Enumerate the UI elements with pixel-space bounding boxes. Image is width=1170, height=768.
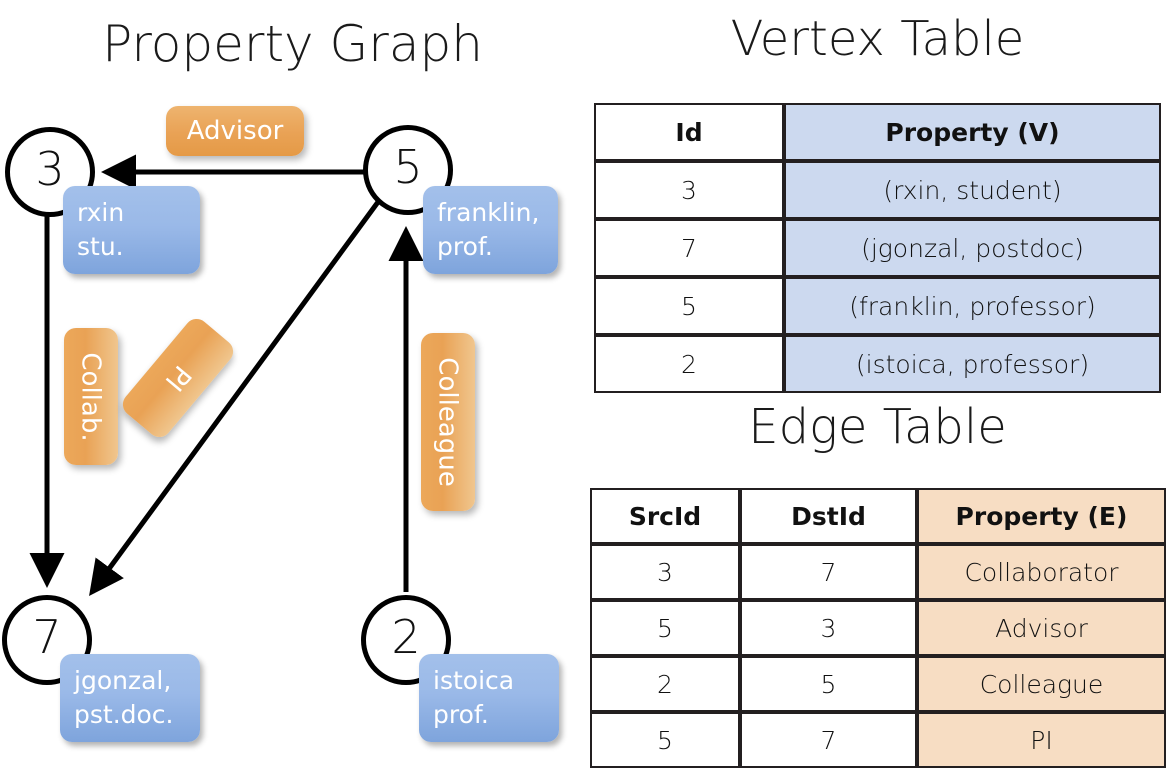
vertex-cell-id-1: 7 xyxy=(594,219,784,277)
edge-table: SrcId DstId Property (E) 3 7 Collaborato… xyxy=(590,488,1166,768)
edge-cell-property-0: Collaborator xyxy=(917,544,1166,600)
node-property-box-7: jgonzal, pst.doc. xyxy=(60,654,200,742)
vertex-table: Id Property (V) 3 (rxin, student) 7 (jgo… xyxy=(594,103,1161,393)
vertex-cell-id-2: 5 xyxy=(594,277,784,335)
graph-node-2-label: 2 xyxy=(391,610,421,664)
node-property-7-line-2: pst.doc. xyxy=(74,700,174,729)
graph-node-3-label: 3 xyxy=(35,142,65,196)
edge-label-advisor-text: Advisor xyxy=(186,116,284,146)
edge-cell-property-2: Colleague xyxy=(917,656,1166,712)
graph-node-7-label: 7 xyxy=(32,610,62,664)
edge-table-header-row: SrcId DstId Property (E) xyxy=(590,488,1166,544)
edge-label-colleague: Colleague xyxy=(421,333,475,511)
graph-node-2: 2 xyxy=(361,595,451,685)
vertex-cell-property-1: (jgonzal, postdoc) xyxy=(784,219,1161,277)
node-property-2-line-2: prof. xyxy=(433,700,489,729)
table-row: 3 7 Collaborator xyxy=(590,544,1166,600)
table-row: 5 7 PI xyxy=(590,712,1166,768)
property-graph-title: Property Graph xyxy=(102,15,483,73)
edge-label-collab: Collab. xyxy=(64,328,118,465)
graph-edges-svg xyxy=(29,154,424,597)
edge-label-pi-text: PI xyxy=(158,359,197,397)
edge-table-panel: SrcId DstId Property (E) 3 7 Collaborato… xyxy=(585,390,1170,768)
edge-cell-src-0: 3 xyxy=(590,544,740,600)
table-row: 5 3 Advisor xyxy=(590,600,1166,656)
edge-label-colleague-text: Colleague xyxy=(433,357,464,487)
table-row: 2 (istoica, professor) xyxy=(594,335,1161,393)
edge-cell-property-3: PI xyxy=(917,712,1166,768)
edge-label-collab-text: Collab. xyxy=(76,351,106,442)
vertex-cell-property-3: (istoica, professor) xyxy=(784,335,1161,393)
vertex-cell-property-2: (franklin, professor) xyxy=(784,277,1161,335)
vertex-table-title: Vertex Table xyxy=(730,11,1025,67)
node-property-3-line-2: stu. xyxy=(77,232,124,261)
graph-node-5-label: 5 xyxy=(393,140,423,194)
edge-cell-dst-2: 5 xyxy=(740,656,917,712)
edge-table-title: Edge Table xyxy=(748,399,1007,455)
graph-node-5: 5 xyxy=(363,125,453,215)
edge-cell-src-2: 2 xyxy=(590,656,740,712)
edge-cell-src-3: 5 xyxy=(590,712,740,768)
edge-header-srcid: SrcId xyxy=(590,488,740,544)
table-row: 5 (franklin, professor) xyxy=(594,277,1161,335)
edge-header-dstid: DstId xyxy=(740,488,917,544)
edge-header-property: Property (E) xyxy=(917,488,1166,544)
vertex-header-property: Property (V) xyxy=(784,103,1161,161)
node-property-5-line-2: prof. xyxy=(437,232,493,261)
vertex-table-panel: Id Property (V) 3 (rxin, student) 7 (jgo… xyxy=(585,0,1170,393)
node-property-5-line-1: franklin, xyxy=(437,198,540,227)
table-row: 2 5 Colleague xyxy=(590,656,1166,712)
property-graph-panel: Property Graph Advisor Collab. PI Collea… xyxy=(0,0,585,760)
edge-label-advisor: Advisor xyxy=(166,106,304,156)
node-property-7-line-1: jgonzal, xyxy=(74,666,172,695)
node-property-3-line-1: rxin xyxy=(77,198,125,227)
edge-cell-dst-0: 7 xyxy=(740,544,917,600)
vertex-cell-id-3: 2 xyxy=(594,335,784,393)
vertex-cell-id-0: 3 xyxy=(594,161,784,219)
edge-cell-dst-1: 3 xyxy=(740,600,917,656)
edge-cell-property-1: Advisor xyxy=(917,600,1166,656)
node-property-box-2: istoica prof. xyxy=(419,654,559,742)
table-row: 3 (rxin, student) xyxy=(594,161,1161,219)
table-row: 7 (jgonzal, postdoc) xyxy=(594,219,1161,277)
vertex-cell-property-0: (rxin, student) xyxy=(784,161,1161,219)
node-property-2-line-1: istoica xyxy=(433,666,515,695)
vertex-table-header-row: Id Property (V) xyxy=(594,103,1161,161)
edge-cell-src-1: 5 xyxy=(590,600,740,656)
edge-5-to-7 xyxy=(89,200,381,597)
node-property-box-3: rxin stu. xyxy=(63,186,200,274)
vertex-header-id: Id xyxy=(594,103,784,161)
node-property-box-5: franklin, prof. xyxy=(423,186,558,274)
